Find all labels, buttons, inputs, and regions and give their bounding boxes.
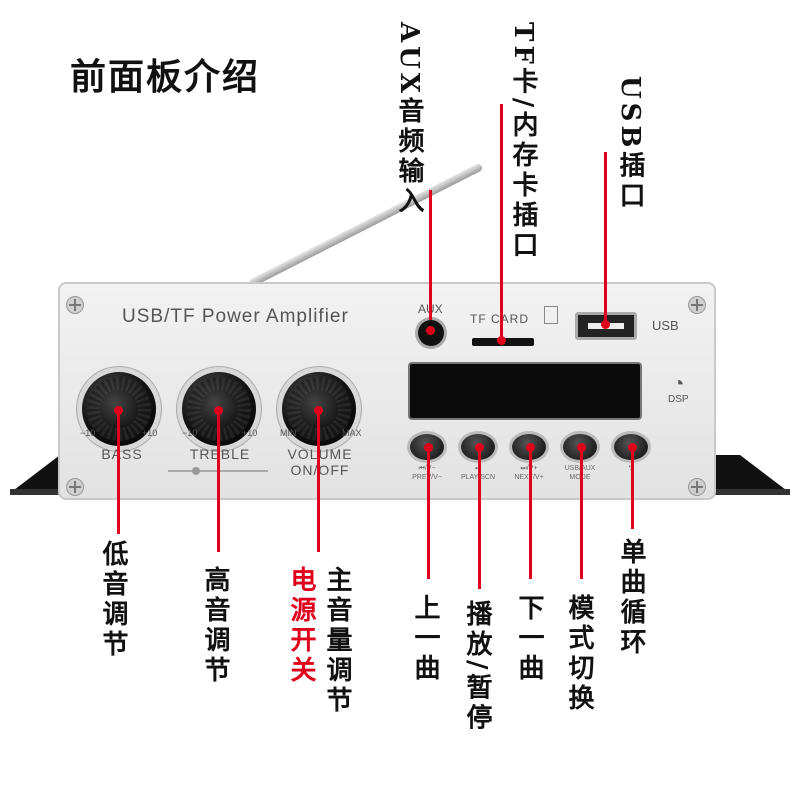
bass-max-label: +10 [142,428,158,438]
bass-callout-line [117,410,120,534]
dsp-logo-icon: ◔ [672,373,685,395]
sd-card-icon [544,306,558,324]
tf-callout-line [500,104,503,338]
treble-callout-line [217,410,220,552]
volume-min-label: MIN [280,428,297,438]
prev-callout: 上一曲 [410,594,440,684]
aux-callout-dot [426,326,435,335]
play-callout-line [478,447,481,589]
play-button-text: PLAY/SCN [448,473,508,482]
antenna [248,162,484,288]
repeat-callout-line [631,447,634,529]
repeat-icon: ⮌ [601,464,661,473]
aux-callout-line [429,190,432,320]
prev-button-symbol: ⏮/V− [397,464,457,473]
usb-label: USB [652,318,679,333]
tf-slot-callout: TF卡/内存卡插口 [508,22,538,262]
mode-callout-line [580,447,583,579]
screw-icon [66,296,84,314]
dsp-badge: ◔ DSP [668,374,689,405]
bass-label: BASS [101,446,143,462]
indicator-dot [192,467,200,475]
usb-callout-dot [601,320,610,329]
aux-input-callout: AUX音频输入 [394,22,424,218]
treble-max-label: +10 [242,428,258,438]
volume-callout: 主音量调节 [322,566,352,716]
treble-label: TREBLE [189,446,251,462]
play-button-label: ⏯ PLAY/SCN [448,464,508,482]
next-callout-line [529,447,532,579]
usb-port-callout: USB插口 [615,76,645,212]
power-label: ON/OFF [270,462,370,478]
page-title: 前面板介绍 [70,56,261,98]
screw-icon [688,296,706,314]
repeat-callout: 单曲循环 [616,538,646,658]
play-pause-callout: 播放/暂停 [462,600,492,734]
prev-callout-line [427,447,430,579]
dsp-label: DSP [668,394,689,405]
volume-label: VOLUME [287,446,353,462]
tf-card-label: TF CARD [470,312,529,326]
treble-min-label: −10 [182,428,198,438]
treble-callout: 高音调节 [200,566,230,686]
next-callout: 下一曲 [514,594,544,684]
bass-callout: 低音调节 [98,540,128,660]
repeat-button-label: ⮌ [601,464,661,473]
prev-button-label: ⏮/V− PREV/V− [397,464,457,482]
screw-icon [66,478,84,496]
tf-callout-dot [497,336,506,345]
prev-button-text: PREV/V− [397,473,457,482]
play-button-symbol: ⏯ [448,464,508,473]
volume-max-label: MAX [342,428,362,438]
mode-callout: 模式切换 [564,594,594,714]
led-display [408,362,642,420]
next-button-symbol: ⏭/V+ [499,464,559,473]
usb-callout-line [604,152,607,322]
brand-label: USB/TF Power Amplifier [122,306,349,327]
screw-icon [688,478,706,496]
bass-min-label: −10 [80,428,96,438]
volume-callout-line [317,410,320,552]
mode-button-symbol: USB/AUX [550,464,610,473]
power-switch-callout: 电源开关 [286,566,316,686]
